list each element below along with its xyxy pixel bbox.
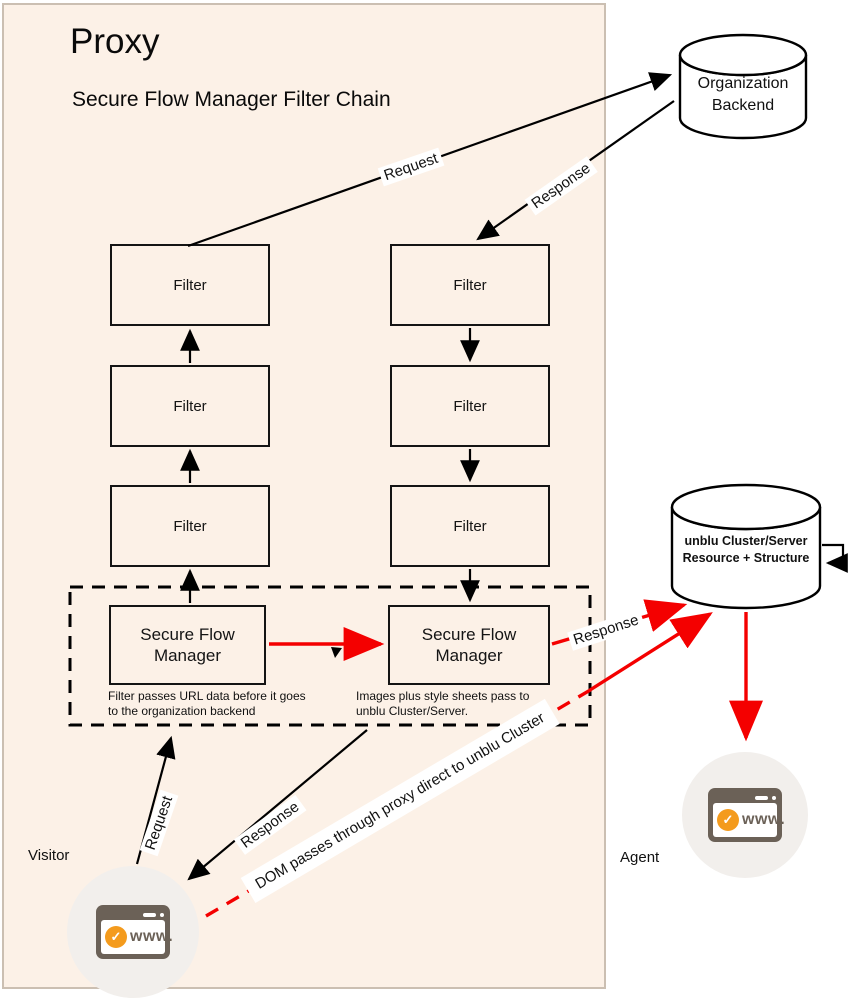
secure-flow-manager-left: Secure Flow Manager [109, 605, 266, 685]
page-title: Proxy [70, 22, 160, 61]
filter-box-right-3: Filter [390, 485, 550, 567]
filter-box-left-1: Filter [110, 244, 270, 326]
browser-titlebar-dot-icon [772, 796, 776, 800]
browser-screen: ✓ www. [101, 920, 173, 954]
filter-label: Filter [453, 517, 487, 535]
sfm-label: Secure Flow Manager [140, 624, 235, 665]
filter-box-right-1: Filter [390, 244, 550, 326]
browser-www-text: www. [742, 811, 786, 828]
sfm-left-caption: Filter passes URL data before it goes to… [108, 689, 306, 718]
browser-titlebar-dash-icon [143, 913, 156, 917]
agent-label: Agent [620, 849, 660, 866]
filter-label: Filter [173, 276, 207, 294]
arrow-unblu-self-loop [822, 543, 848, 573]
visitor-browser-icon: ✓ www. [96, 905, 173, 959]
filter-box-right-2: Filter [390, 365, 550, 447]
check-icon: ✓ [717, 809, 739, 831]
filter-label: Filter [453, 276, 487, 294]
unblu-cluster-node: unblu Cluster/Server Resource + Structur… [670, 483, 822, 612]
check-icon: ✓ [105, 926, 127, 948]
filter-box-left-3: Filter [110, 485, 270, 567]
unblu-cluster-label: unblu Cluster/Server Resource + Structur… [682, 534, 810, 565]
browser-titlebar-dot-icon [160, 913, 164, 917]
cylinder-shape [670, 483, 822, 610]
sfm-label: Secure Flow Manager [421, 624, 517, 665]
browser-www-text: www. [130, 928, 174, 945]
filter-label: Filter [173, 397, 207, 415]
organization-backend-label: Organization Backend [697, 75, 789, 114]
page-subtitle: Secure Flow Manager Filter Chain [72, 88, 391, 111]
organization-backend-node: Organization Backend [678, 33, 808, 140]
browser-titlebar-dash-icon [755, 796, 768, 800]
agent-browser-icon: ✓ www. [708, 788, 785, 842]
browser-screen: ✓ www. [713, 803, 785, 837]
filter-label: Filter [173, 517, 207, 535]
filter-box-left-2: Filter [110, 365, 270, 447]
filter-label: Filter [453, 397, 487, 415]
visitor-label: Visitor [28, 847, 70, 864]
cylinder-shape [678, 33, 808, 140]
secure-flow-manager-right: Secure Flow Manager [388, 605, 550, 685]
